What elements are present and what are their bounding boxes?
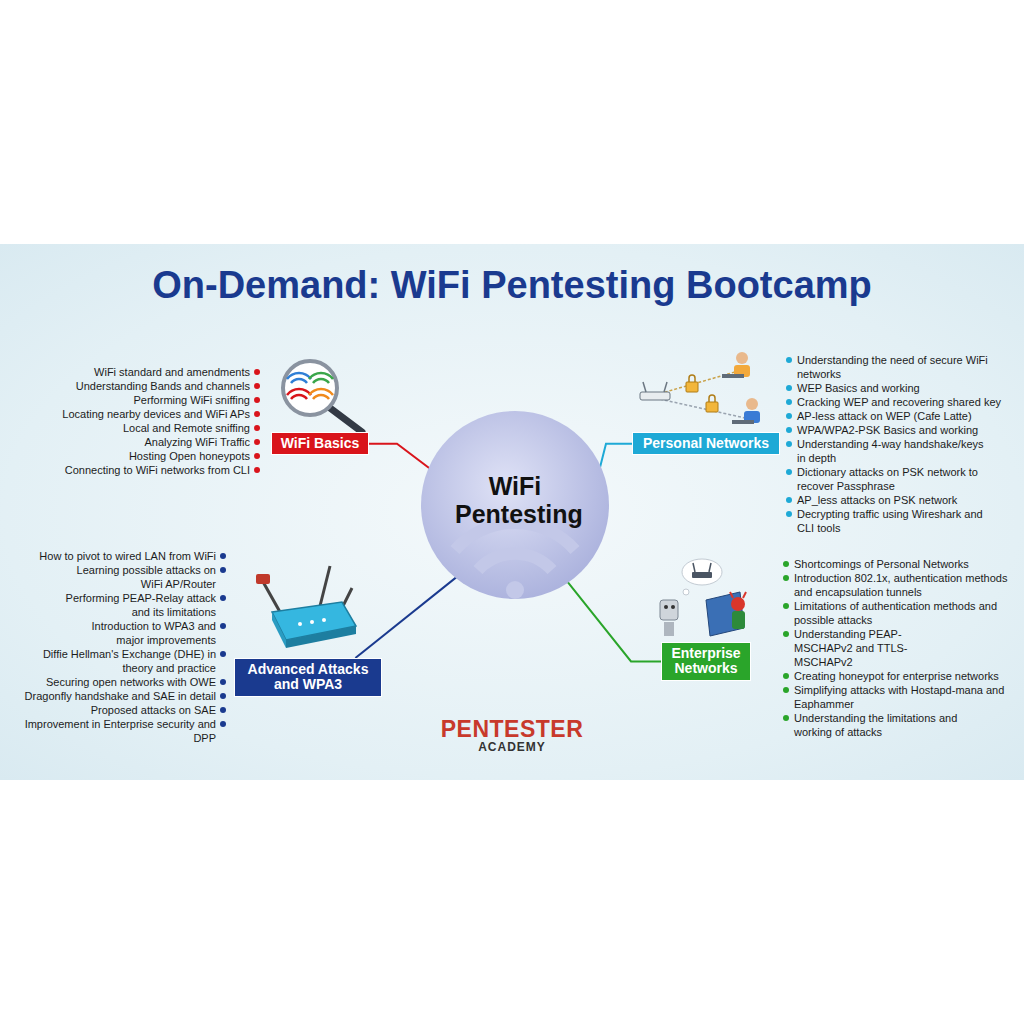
category-box: Enterprise Networks	[661, 642, 751, 681]
bullet-dot	[783, 603, 789, 609]
bullet-dot	[220, 679, 226, 685]
bullet-list: How to pivot to wired LAN from WiFiLearn…	[0, 549, 216, 745]
bullet-dot	[254, 453, 260, 459]
connector	[355, 572, 462, 658]
bullet-dot	[254, 467, 260, 473]
bullet-dot	[220, 553, 226, 559]
title: On-Demand: WiFi Pentesting Bootcamp	[0, 264, 1024, 307]
bullet-dot	[786, 441, 792, 447]
wifi-arc	[478, 554, 552, 570]
bullet-item: Creating honeypot for enterprise network…	[794, 669, 1016, 683]
connector	[563, 576, 661, 662]
bullet-item: Simplifying attacks with Hostapd-mana an…	[794, 683, 1009, 711]
bullet-item: Local and Remote sniffing	[10, 421, 250, 435]
category-label: Personal Networks	[639, 436, 773, 451]
bullet-list: Shortcomings of Personal NetworksIntrodu…	[794, 557, 1016, 739]
bullet-item: Understanding the limitations and workin…	[794, 711, 969, 739]
bullet-dot	[783, 673, 789, 679]
category-box: Personal Networks	[632, 432, 780, 455]
bullet-item: Connecting to WiFi networks from CLI	[10, 463, 250, 477]
bullet-dot	[783, 561, 789, 567]
bullet-item: Decrypting traffic using Wireshark and C…	[797, 507, 1002, 535]
category-box: WiFi Basics	[271, 432, 369, 455]
bullet-dot	[786, 385, 792, 391]
bullet-item: Cracking WEP and recovering shared key	[797, 395, 1019, 409]
bullet-dot	[783, 631, 789, 637]
category-label: Advanced Attacks and WPA3	[241, 662, 375, 693]
bullet-dot	[254, 411, 260, 417]
bullet-item: Understanding the need of secure WiFi ne…	[797, 353, 995, 381]
magnifier-icon	[283, 361, 362, 432]
bullet-dot	[786, 511, 792, 517]
enterprise-icon	[660, 559, 746, 636]
bullet-item: Locating nearby devices and WiFi APs	[10, 407, 250, 421]
hub-label: WiFi Pentesting	[455, 472, 575, 528]
bullet-item: Securing open networks with OWE	[0, 675, 216, 689]
bullet-dot	[786, 427, 792, 433]
category-label: WiFi Basics	[278, 436, 362, 451]
bullet-item: Understanding 4-way handshake/keys in de…	[797, 437, 995, 465]
bullet-item: Dragonfly handshake and SAE in detail	[0, 689, 216, 703]
bullet-item: Understanding PEAP-MSCHAPv2 and TTLS-MSC…	[794, 627, 959, 669]
bullet-item: Performing PEAP-Relay attack and its lim…	[46, 591, 216, 619]
bullet-item: WPA/WPA2-PSK Basics and working	[797, 423, 1012, 437]
bullet-dot	[783, 715, 789, 721]
bullet-item: Understanding Bands and channels	[10, 379, 250, 393]
bullet-item: WiFi standard and amendments	[10, 365, 250, 379]
bullet-dot	[786, 469, 792, 475]
bullet-dot	[220, 693, 226, 699]
bullet-item: Limitations of authentication methods an…	[794, 599, 1009, 627]
bullet-dot	[783, 575, 789, 581]
bullet-list: Understanding the need of secure WiFi ne…	[797, 353, 1019, 535]
bullet-dot	[254, 439, 260, 445]
logo-subword: ACADEMY	[362, 740, 662, 754]
bullet-item: Introduction to WPA3 and major improveme…	[91, 619, 216, 647]
connector	[369, 444, 436, 473]
bullet-dot	[220, 707, 226, 713]
bullet-dot	[220, 651, 226, 657]
bullet-item: Improvement in Enterprise security and D…	[11, 717, 216, 745]
wifi-dot	[506, 581, 524, 599]
bullet-item: Introduction 802.1x, authentication meth…	[794, 571, 1009, 599]
bullet-dot	[254, 369, 260, 375]
bullet-dot	[786, 497, 792, 503]
bullet-item: Dictionary attacks on PSK network to rec…	[797, 465, 1012, 493]
bullet-dot	[254, 425, 260, 431]
bullet-item: WEP Basics and working	[797, 381, 1012, 395]
bullet-item: Shortcomings of Personal Networks	[794, 557, 1016, 571]
hub-circle: WiFi Pentesting	[420, 410, 610, 600]
bullet-dot	[254, 383, 260, 389]
personal-network-icon	[640, 352, 760, 424]
bullet-dot	[254, 397, 260, 403]
bullet-dot	[220, 623, 226, 629]
bullet-dot	[786, 413, 792, 419]
bullet-item: Hosting Open honeypots	[10, 449, 250, 463]
category-label: Enterprise Networks	[668, 646, 744, 677]
bullet-item: Learning possible attacks on WiFi AP/Rou…	[66, 563, 216, 591]
bullet-dot	[786, 399, 792, 405]
hub-fill	[421, 411, 609, 599]
logo-word: PENTESTER	[362, 716, 662, 743]
bullet-dot	[220, 595, 226, 601]
bullet-item: How to pivot to wired LAN from WiFi	[0, 549, 216, 563]
bullet-item: Diffie Hellman's Exchange (DHE) in theor…	[31, 647, 216, 675]
category-box: Advanced Attacks and WPA3	[234, 658, 382, 697]
bullet-item: AP-less attack on WEP (Cafe Latte)	[797, 409, 1012, 423]
bullet-item: Proposed attacks on SAE	[0, 703, 216, 717]
bullet-list: WiFi standard and amendmentsUnderstandin…	[10, 365, 250, 477]
bullet-item: Analyzing WiFi Traffic	[10, 435, 250, 449]
bullet-dot	[220, 721, 226, 727]
bullet-item: AP_less attacks on PSK network	[797, 493, 1012, 507]
router-icon	[256, 566, 356, 648]
bullet-dot	[220, 567, 226, 573]
bullet-dot	[783, 687, 789, 693]
bullet-dot	[786, 357, 792, 363]
bullet-item: Performing WiFi sniffing	[10, 393, 250, 407]
